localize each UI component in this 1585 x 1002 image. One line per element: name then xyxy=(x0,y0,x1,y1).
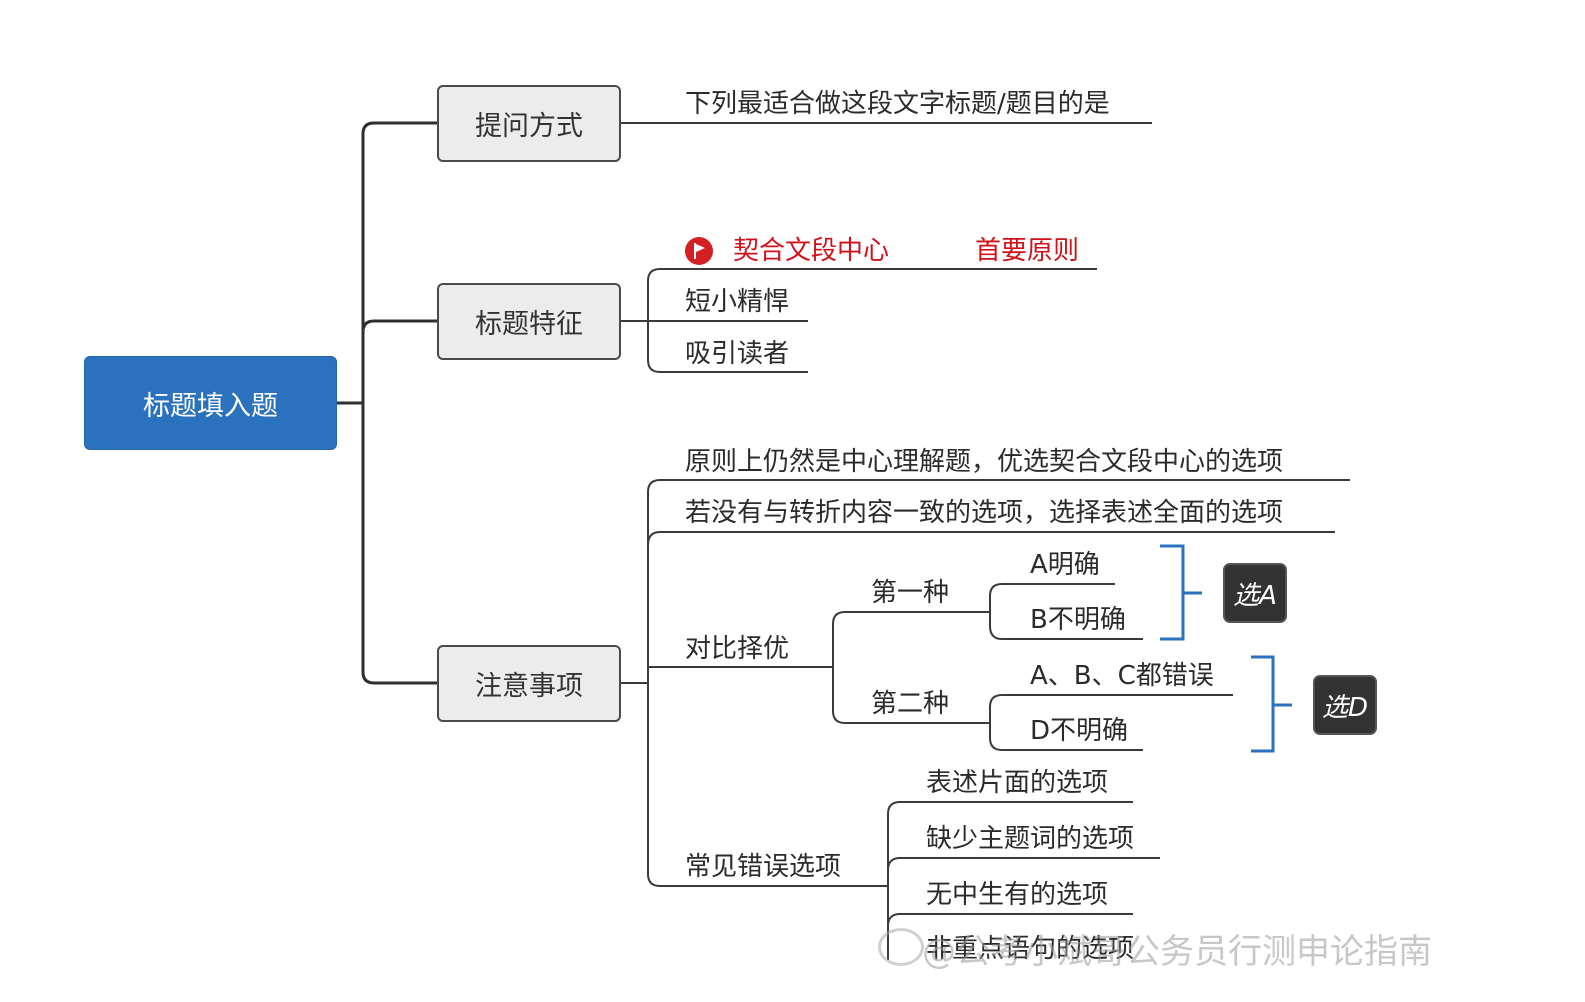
question-style-item: 下列最适合做这段文字标题/题目的是 xyxy=(685,89,1110,119)
case1-option-b: B不明确 xyxy=(1030,605,1126,635)
error-item-one-sided: 表述片面的选项 xyxy=(926,768,1109,798)
compare-label: 对比择优 xyxy=(685,634,790,664)
feature-item-attract: 吸引读者 xyxy=(685,339,790,369)
branch-notes[interactable]: 注意事项 xyxy=(437,645,621,722)
case2-option-abc: A、B、C都错误 xyxy=(1030,661,1214,691)
watermark-text: @公考小斌哥公务员行测申论指南 xyxy=(922,932,1432,972)
branch-title-features-label: 标题特征 xyxy=(475,309,583,340)
pick-d-label: 选D xyxy=(1321,692,1369,723)
weibo-logo-icon xyxy=(878,928,924,966)
case1-label: 第一种 xyxy=(871,578,950,608)
branch-question-style[interactable]: 提问方式 xyxy=(437,85,621,162)
note-item-principle: 原则上仍然是中心理解题，优选契合文段中心的选项 xyxy=(685,447,1284,477)
pick-d-badge: 选D xyxy=(1313,675,1377,735)
errors-label: 常见错误选项 xyxy=(685,852,842,882)
root-topic[interactable]: 标题填入题 xyxy=(84,356,337,450)
pick-a-badge: 选A xyxy=(1223,563,1287,623)
error-item-fabricated: 无中生有的选项 xyxy=(926,880,1109,910)
error-item-missing-topic: 缺少主题词的选项 xyxy=(926,824,1135,854)
error-item-non-key: 非重点语句的选项 xyxy=(926,934,1135,964)
note-item-transition: 若没有与转折内容一致的选项，选择表述全面的选项 xyxy=(685,498,1284,528)
case2-label: 第二种 xyxy=(871,689,950,719)
priority-feature-label: 契合文段中心 xyxy=(733,236,890,266)
pick-a-label: 选A xyxy=(1233,580,1277,611)
root-topic-label: 标题填入题 xyxy=(143,390,278,422)
priority-note-label: 首要原则 xyxy=(975,236,1080,266)
case2-option-d: D不明确 xyxy=(1030,716,1129,746)
branch-question-style-label: 提问方式 xyxy=(475,111,583,142)
branch-notes-label: 注意事项 xyxy=(475,671,583,702)
case1-option-a: A明确 xyxy=(1030,550,1100,580)
priority-flag-icon xyxy=(685,237,713,265)
feature-item-short: 短小精悍 xyxy=(685,287,790,317)
branch-title-features[interactable]: 标题特征 xyxy=(437,283,621,360)
